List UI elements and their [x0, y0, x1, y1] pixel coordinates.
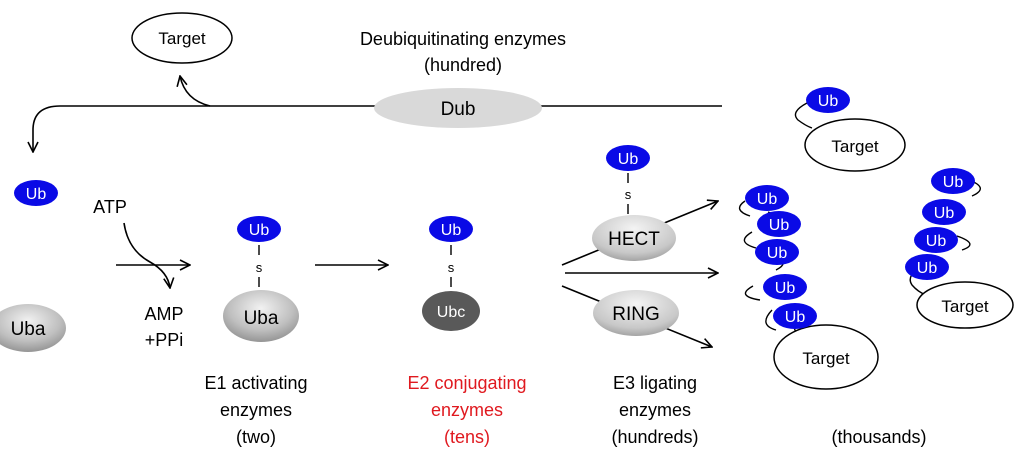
ub-label: Ub	[618, 151, 639, 168]
e3-subtitle: enzymes	[619, 400, 691, 420]
hect-enzyme: HECT	[592, 215, 676, 261]
dub-title-line2: (hundred)	[424, 55, 502, 75]
target-label: Target	[941, 297, 989, 316]
amp-label: AMP	[144, 304, 183, 324]
ub-label: Ub	[767, 245, 788, 262]
polyubiquitin-chain-long: Target Ub Ub Ub Ub Ub	[738, 185, 879, 390]
recycle-line	[33, 105, 722, 152]
ub-label: Ub	[26, 186, 47, 203]
uba-label: Uba	[11, 319, 46, 340]
release-arrow	[180, 76, 211, 107]
e3-count: (hundreds)	[611, 427, 698, 447]
e1-complex: Ub s Uba	[223, 216, 299, 342]
ub-free: Ub	[14, 180, 58, 206]
e3-hect-complex: Ub s	[606, 145, 650, 214]
ring-label: RING	[612, 304, 660, 325]
e1-count: (two)	[236, 427, 276, 447]
target-label: Target	[158, 29, 206, 48]
ub-label: Ub	[926, 233, 947, 250]
atp-curve-arrow	[123, 222, 170, 288]
e2-subtitle: enzymes	[431, 400, 503, 420]
e3-title: E3 ligating	[613, 373, 697, 393]
e1-title: E1 activating	[204, 373, 307, 393]
ppi-label: +PPi	[145, 330, 184, 350]
ub-label: Ub	[934, 205, 955, 222]
ub-label: Ub	[757, 191, 778, 208]
atp-label: ATP	[93, 197, 127, 217]
products-count: (thousands)	[831, 427, 926, 447]
ub-label: Ub	[917, 260, 938, 277]
mono-ubiquitinated-target: Target Ub	[794, 87, 906, 172]
ub-label: Ub	[943, 174, 964, 191]
hect-label: HECT	[608, 229, 660, 250]
ubc-label: Ubc	[437, 304, 465, 321]
thioester-label: s	[625, 187, 632, 202]
ub-label: Ub	[769, 217, 790, 234]
uba-free: Uba	[0, 304, 66, 352]
ub-label: Ub	[249, 222, 270, 239]
ring-enzyme: RING	[593, 290, 679, 336]
target-label: Target	[831, 137, 879, 156]
target-label: Target	[802, 349, 850, 368]
e2-complex: Ub s Ubc	[422, 216, 480, 331]
dub-label: Dub	[441, 99, 476, 120]
dub-enzyme: Dub	[374, 88, 542, 128]
polyubiquitin-chain-short: Target Ub Ub Ub Ub	[905, 168, 1014, 329]
thioester-label: s	[256, 260, 263, 275]
e2-title: E2 conjugating	[407, 373, 526, 393]
uba-label: Uba	[244, 308, 279, 329]
ub-label: Ub	[818, 93, 839, 110]
ub-label: Ub	[775, 280, 796, 297]
target-released: Target	[131, 12, 233, 64]
e2-count: (tens)	[444, 427, 490, 447]
ub-label: Ub	[785, 309, 806, 326]
ub-label: Ub	[441, 222, 462, 239]
e1-subtitle: enzymes	[220, 400, 292, 420]
thioester-label: s	[448, 260, 455, 275]
dub-title-line1: Deubiquitinating enzymes	[360, 29, 566, 49]
